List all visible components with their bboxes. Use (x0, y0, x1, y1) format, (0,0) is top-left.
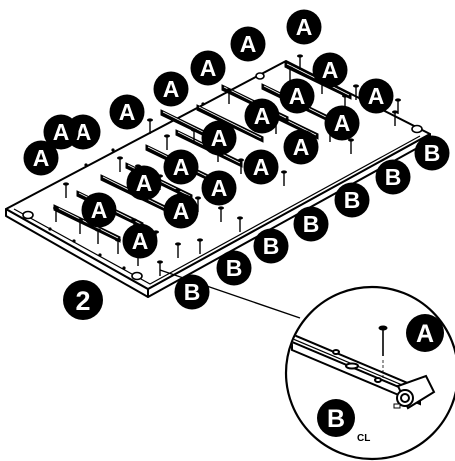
part-a-badge-letter: A (240, 31, 257, 57)
part-b-badge: B (253, 228, 289, 264)
part-a-badge-letter: A (211, 175, 228, 201)
part-a-badge-letter: A (173, 154, 190, 180)
part-a-badge: A (153, 71, 189, 107)
part-a-badge: A (279, 78, 315, 114)
part-a-badge-letter: A (253, 154, 270, 180)
screw-icon (237, 216, 243, 232)
screw-icon (164, 134, 170, 150)
screw-icon (147, 118, 153, 134)
screw-icon (287, 66, 293, 82)
screw-icon (392, 110, 398, 126)
part-a-badge-letter: A (296, 14, 313, 40)
screw-icon (226, 88, 232, 104)
step-number: 2 (75, 286, 90, 316)
part-a-badge-letter: A (334, 110, 351, 136)
part-a-badge: A (283, 129, 319, 165)
part-b-badge: B (375, 159, 411, 195)
part-a-badge-letter: A (289, 83, 306, 109)
part-a-badge-letter: A (136, 170, 153, 196)
part-a-badge: A (312, 52, 348, 88)
part-a-badge: A (230, 26, 266, 62)
step-number-badge: 2 (63, 280, 103, 320)
drawer-slide-rail (196, 104, 264, 143)
part-b-badge: B (174, 274, 210, 310)
part-a-badge-letter: A (33, 145, 50, 171)
part-a-badge: A (201, 120, 237, 156)
part-a-badge-letter: A (119, 99, 136, 125)
part-a-badge: A (190, 50, 226, 86)
screw-icon (77, 218, 83, 234)
part-a-badge: A (163, 193, 199, 229)
part-a-badge-letter: A (211, 125, 228, 151)
screw-icon (115, 238, 121, 254)
screw-icon (175, 242, 181, 258)
screw-icon (238, 158, 244, 174)
screw-icon (395, 98, 401, 114)
part-a-badge-letter: A (254, 103, 271, 129)
screw-icon (63, 182, 69, 198)
part-b-badge-letter: B (226, 255, 243, 281)
screw-icon (117, 156, 123, 172)
part-b-badge-letter: B (184, 279, 201, 305)
part-a-badge-letter: A (293, 134, 310, 160)
detail-part-b-letter: B (327, 405, 345, 433)
part-a-badge-letter: A (368, 83, 385, 109)
screw-icon (348, 138, 354, 154)
screw-icon (353, 84, 359, 100)
part-b-badge: B (293, 206, 329, 242)
screw-icon (197, 238, 203, 254)
part-a-badge: A (244, 98, 280, 134)
part-a-badge: A (109, 94, 145, 130)
part-a-badge-letter: A (132, 228, 149, 254)
part-a-badge-letter: A (322, 57, 339, 83)
part-b-badge-letter: B (263, 233, 280, 259)
part-a-badge: A (243, 149, 279, 185)
part-b-badge-letter: B (424, 140, 441, 166)
screw-icon (157, 260, 163, 276)
screw-icon (191, 128, 197, 144)
part-a-badge: A (163, 149, 199, 185)
part-a-badge-letter: A (200, 55, 217, 81)
part-a-badge: A (43, 114, 79, 150)
screw-icon (281, 170, 287, 186)
part-a-badge: A (201, 170, 237, 206)
part-a-badge-letter: A (53, 119, 70, 145)
part-a-badge: A (23, 140, 59, 176)
part-b-badge-letter: B (344, 187, 361, 213)
part-a-badge-letter: A (173, 198, 190, 224)
screw-icon (297, 54, 303, 70)
detail-part-a-letter: A (416, 320, 434, 348)
part-b-badge-letter: B (303, 211, 320, 237)
screw-icon (53, 206, 59, 222)
part-a-badge-letter: A (75, 119, 92, 145)
part-a-badge: A (81, 192, 117, 228)
part-b-badge: B (216, 250, 252, 286)
part-b-badge-letter: B (385, 164, 402, 190)
detail-part-b-suffix: CL (357, 433, 370, 444)
part-a-badge: A (126, 165, 162, 201)
part-a-badge: A (122, 223, 158, 259)
detail-screw-icon (378, 325, 388, 378)
part-a-badge-letter: A (163, 76, 180, 102)
part-a-badge: A (358, 78, 394, 114)
part-b-badge: B (414, 135, 450, 171)
part-b-badge: B (334, 182, 370, 218)
part-a-badge: A (324, 105, 360, 141)
part-a-badge: A (286, 9, 322, 45)
part-a-badge-letter: A (91, 197, 108, 223)
screw-icon (95, 228, 101, 244)
detail-part-a-badge: A (406, 314, 444, 352)
panel-holes (22, 72, 423, 281)
screw-icon (218, 206, 224, 222)
detail-part-b-badge: B CL (317, 399, 370, 444)
